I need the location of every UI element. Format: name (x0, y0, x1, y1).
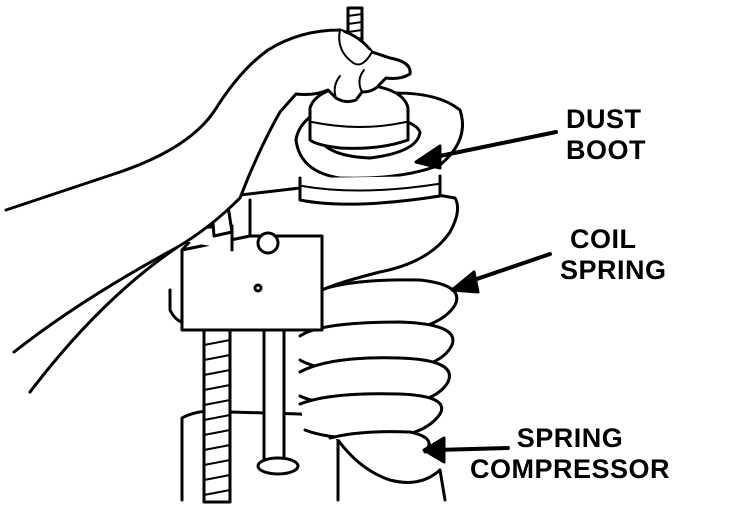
coil-spring-leader (466, 252, 552, 284)
dust-boot-label: DUST BOOT (566, 104, 646, 166)
callout-arrows (414, 130, 558, 464)
coil-spring-label-line1: COIL (570, 224, 637, 254)
coil-spring-label-line2: SPRING (560, 255, 667, 285)
dust-boot-leader (428, 130, 558, 160)
coil-spring-lower (298, 278, 459, 454)
hand-illustration (4, 28, 412, 394)
spring-compressor-label: SPRING COMPRESSOR (470, 423, 670, 485)
coil-spring-arrowhead (450, 270, 480, 294)
compressor-leader (434, 446, 510, 452)
dust-boot-label-line1: DUST (566, 104, 642, 134)
spring-compressor-label-line1: SPRING (516, 423, 624, 453)
dust-boot (298, 82, 442, 206)
coil-spring-label: COIL SPRING (560, 224, 667, 286)
compressor-rods (202, 328, 300, 504)
compressor-upper-arm (176, 185, 460, 332)
dust-boot-label-line2: BOOT (566, 135, 646, 165)
dust-boot-arrowhead (414, 144, 442, 170)
spring-compressor-label-line2: COMPRESSOR (470, 454, 671, 484)
compressor-arrowhead (422, 436, 446, 464)
